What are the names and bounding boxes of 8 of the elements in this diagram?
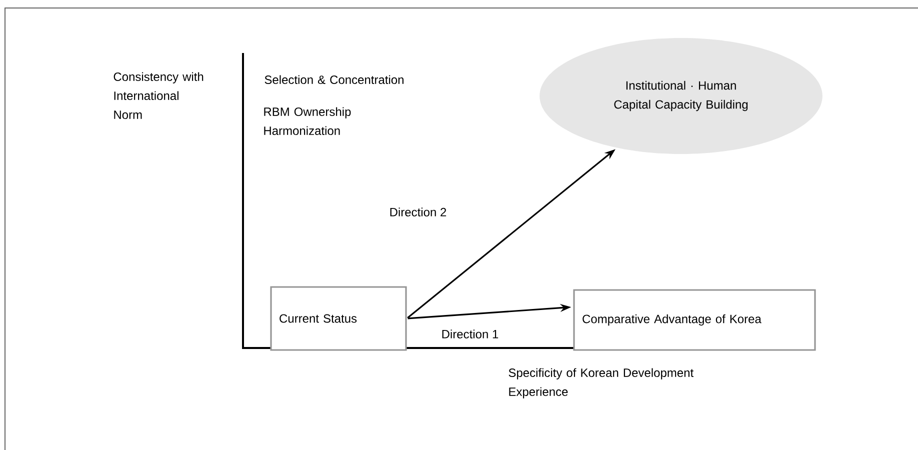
text-box: Comparative Advantage of Korea [573, 289, 816, 351]
axis-label: Selection & Concentration [264, 75, 404, 84]
axis-label: RBM Ownership Harmonization [264, 107, 351, 135]
axis-label: Consistency with International Norm [114, 72, 204, 119]
edge-label: Direction 1 [442, 330, 498, 338]
text-box: Current Status [270, 286, 407, 351]
edge-label: Direction 2 [390, 208, 446, 216]
axis-label: Specificity of Korean Development Experience [508, 368, 694, 398]
